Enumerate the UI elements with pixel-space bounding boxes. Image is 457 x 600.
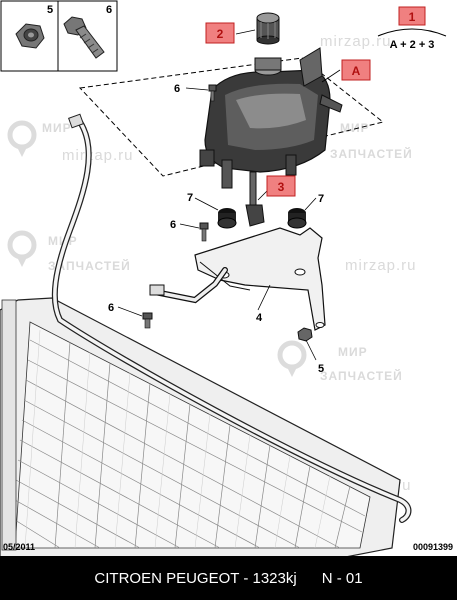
watermark-mir: МИР <box>42 121 72 135</box>
watermark-site: mirzap.ru <box>345 257 417 274</box>
watermark-mir: МИР <box>338 345 368 359</box>
parts-diagram: МИР mirzap.ru МИР ЗАПЧАСТЕЙ mirzap.ru МИ… <box>0 0 447 560</box>
legend: 1 A + 2 + 3 <box>377 6 447 51</box>
watermark-site: mirzap.ru <box>62 147 134 164</box>
fastener-inset: 5 6 <box>0 0 118 72</box>
legend-tag-1-text: 1 <box>409 10 416 24</box>
leader-lines <box>117 29 341 361</box>
watermark-logo <box>7 120 37 157</box>
legend-tag-1 <box>398 6 426 26</box>
radiator-side-tank <box>1 299 17 551</box>
svg-text:3: 3 <box>278 180 285 194</box>
callout-2: 2 <box>205 22 235 44</box>
filler-cap <box>256 12 280 45</box>
callout-5: 5 <box>318 363 324 375</box>
watermark-zap: ЗАПЧАСТЕЙ <box>330 146 413 161</box>
callout-6-top: 6 <box>174 83 180 95</box>
legend-formula: A + 2 + 3 <box>390 39 435 51</box>
rubber-mount <box>217 208 237 229</box>
watermark-zap: ЗАПЧАСТЕЙ <box>48 258 131 273</box>
level-sensor <box>245 171 265 227</box>
watermark-logo <box>7 230 37 267</box>
callout-6-middle: 6 <box>170 219 176 231</box>
watermark-site: mirzap.ru <box>320 33 392 50</box>
nut-icon <box>297 327 313 342</box>
diagram-date: 05/2011 <box>3 542 36 552</box>
legend-brace <box>377 28 447 37</box>
bleed-hose-clip <box>149 284 165 296</box>
callout-7-right: 7 <box>318 193 324 205</box>
callout-3: 3 <box>266 175 296 197</box>
nut-icon <box>15 23 45 49</box>
bolt-icon <box>199 222 209 242</box>
inset-label-6: 6 <box>106 4 112 16</box>
diagram-code: 00091399 <box>412 542 453 552</box>
assembly-frame <box>78 57 385 177</box>
bolt-icon <box>142 312 153 329</box>
hose-clip <box>68 113 84 129</box>
bolt-icon <box>208 84 217 102</box>
callout-6-bottom: 6 <box>108 302 114 314</box>
watermark-mir: МИР <box>340 121 370 135</box>
watermark-logo <box>277 340 307 377</box>
radiator <box>0 297 401 560</box>
caption-ref: N - 01 <box>321 569 363 587</box>
caption-brand: CITROEN PEUGEOT - 1323kj <box>94 569 297 587</box>
bolt-icon <box>63 16 105 59</box>
expansion-tank <box>199 47 343 189</box>
callout-A: A <box>341 59 371 81</box>
svg-text:2: 2 <box>217 27 224 41</box>
inset-label-5: 5 <box>47 4 53 16</box>
caption-bar: CITROEN PEUGEOT - 1323kj N - 01 <box>0 556 457 600</box>
watermark-zap: ЗАПЧАСТЕЙ <box>320 368 403 383</box>
callout-4: 4 <box>256 312 263 324</box>
callout-7-left: 7 <box>187 192 193 204</box>
svg-text:A: A <box>352 64 361 78</box>
rubber-mount <box>287 208 307 229</box>
